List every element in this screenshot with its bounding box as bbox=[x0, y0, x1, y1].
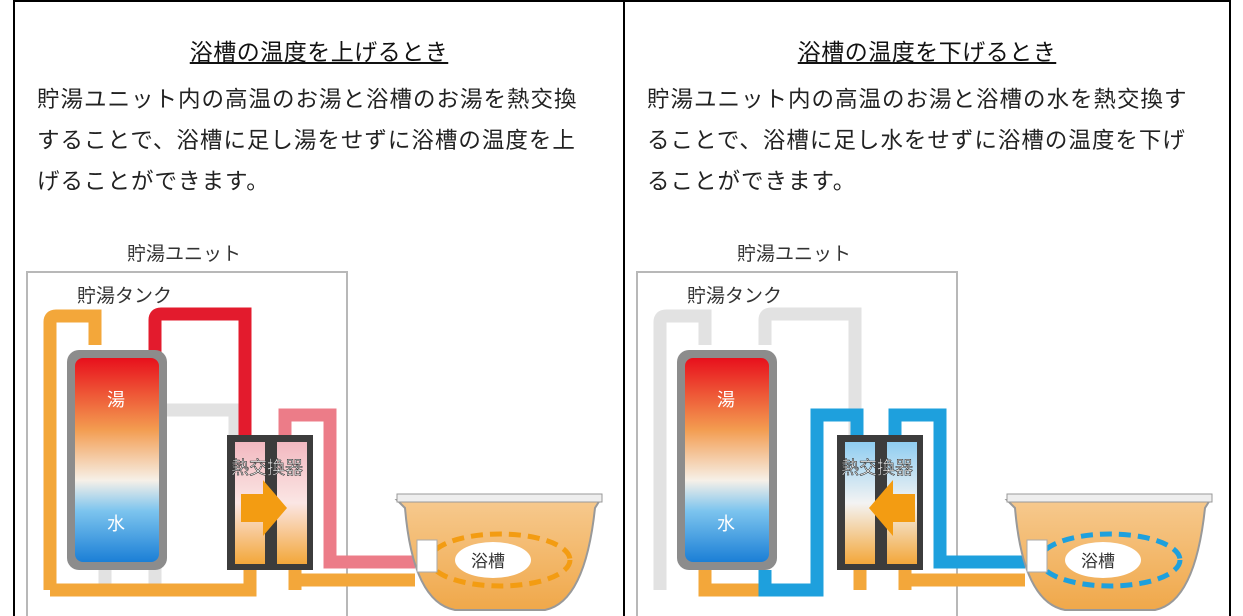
bath-loop-pipe bbox=[888, 408, 1025, 569]
storage-unit-outline bbox=[636, 271, 958, 616]
tank-label: 貯湯タンク bbox=[687, 285, 782, 307]
storage-unit-label: 貯湯ユニット bbox=[127, 243, 241, 265]
cold-label: 水 bbox=[107, 514, 125, 535]
hot-label: 湯 bbox=[107, 390, 125, 411]
hot-pipe bbox=[148, 307, 252, 435]
panel-raise-temperature: 浴槽の温度を上げるとき 貯湯ユニット内の高温のお湯と浴槽のお湯を熱交換することで… bbox=[15, 0, 623, 616]
storage-unit-outline bbox=[26, 271, 348, 616]
panel-title: 浴槽の温度を上げるとき bbox=[189, 40, 449, 66]
panel-description: 貯湯ユニット内の高温のお湯と浴槽のお湯を熱交換することで、浴槽に足し湯をせずに浴… bbox=[37, 87, 578, 195]
bath-label: 浴槽 bbox=[471, 552, 505, 572]
orange-pipe bbox=[43, 309, 102, 590]
exchanger-label: 熱交換器 bbox=[231, 458, 303, 479]
storage-unit-label: 貯湯ユニット bbox=[737, 243, 851, 265]
heat-direction-arrow bbox=[869, 480, 915, 536]
panel-description: 貯湯ユニット内の高温のお湯と浴槽の水を熱交換することで、浴槽に足し水をせずに浴槽… bbox=[647, 87, 1188, 195]
cold-pipe bbox=[758, 408, 864, 597]
heat-exchange-diagram: 貯湯ユニット 貯湯タンク 湯 水 熱交換器 浴槽 bbox=[26, 243, 603, 616]
frame bbox=[13, 0, 1231, 616]
heat-exchange-diagram: 貯湯ユニット 貯湯タンク 湯 水 熱交換器 浴槽 bbox=[636, 243, 1213, 616]
exchanger-label: 熱交換器 bbox=[841, 458, 913, 479]
orange-pipe bbox=[698, 560, 1025, 597]
unused-pipe bbox=[653, 307, 862, 590]
panel-lower-temperature: 浴槽の温度を下げるとき 貯湯ユニット内の高温のお湯と浴槽の水を熱交換することで、… bbox=[625, 0, 1229, 616]
bath-label: 浴槽 bbox=[1081, 552, 1115, 572]
panel-title: 浴槽の温度を下げるとき bbox=[797, 40, 1057, 66]
column-divider bbox=[623, 0, 625, 616]
cold-label: 水 bbox=[717, 514, 735, 535]
heat-direction-arrow bbox=[241, 480, 287, 536]
tank-water bbox=[685, 358, 769, 562]
hot-label: 湯 bbox=[717, 390, 735, 411]
tank-label: 貯湯タンク bbox=[77, 285, 172, 307]
bath-loop-pipe bbox=[278, 408, 415, 569]
tank-water bbox=[75, 358, 159, 562]
